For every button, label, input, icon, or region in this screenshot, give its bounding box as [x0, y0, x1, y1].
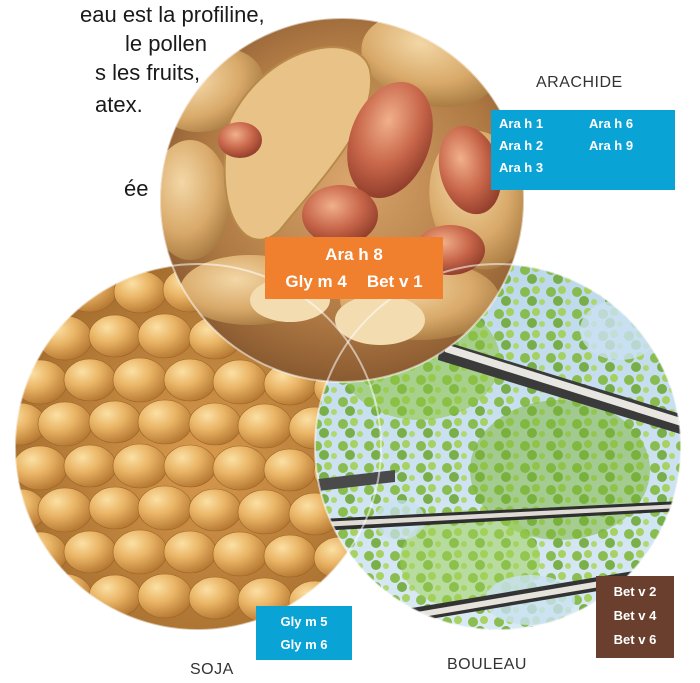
allergen-item: Ara h 3	[491, 157, 581, 179]
bouleau-label: BOULEAU	[447, 656, 527, 674]
arachide-allergen-box: Ara h 1 Ara h 6 Ara h 2 Ara h 9 Ara h 3	[491, 110, 675, 190]
arachide-label: ARACHIDE	[536, 74, 623, 92]
allergen-item: Ara h 1	[491, 113, 581, 135]
soja-allergen-box: Gly m 5 Gly m 6	[256, 606, 352, 660]
allergen-item: Gly m 4	[285, 268, 346, 295]
allergen-item: Ara h 9	[581, 135, 671, 157]
bouleau-allergen-box: Bet v 2 Bet v 4 Bet v 6	[596, 576, 674, 658]
allergen-item: Bet v 2	[596, 580, 674, 604]
allergen-item: Bet v 1	[367, 268, 423, 295]
soja-label: SOJA	[190, 661, 234, 679]
allergen-item: Gly m 6	[256, 633, 352, 656]
allergen-item: Ara h 6	[581, 113, 671, 135]
allergen-item: Ara h 8	[325, 241, 383, 268]
allergen-item: Bet v 6	[596, 628, 674, 652]
allergen-item: Bet v 4	[596, 604, 674, 628]
shared-allergen-box: Ara h 8 Gly m 4 Bet v 1	[265, 237, 443, 299]
allergen-item: Ara h 2	[491, 135, 581, 157]
allergen-item: Gly m 5	[256, 610, 352, 633]
